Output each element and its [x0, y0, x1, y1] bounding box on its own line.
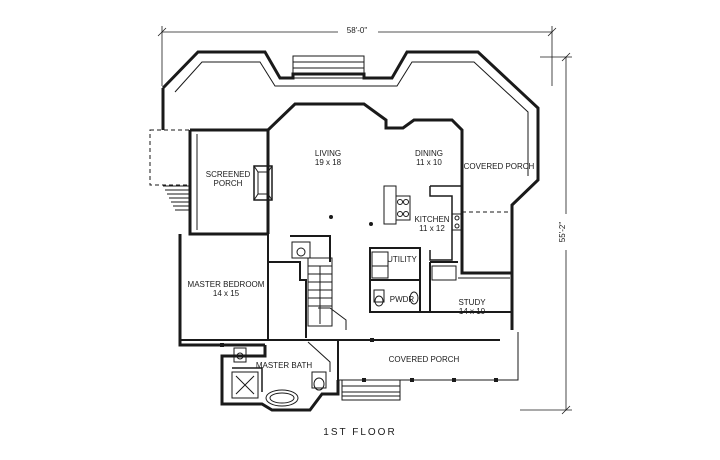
room-study-name: STUDY	[458, 298, 486, 307]
room-pwdr-name: PWDR	[390, 295, 415, 304]
depth-label: 55'-2"	[558, 222, 567, 243]
room-master-bedroom-name: MASTER BEDROOM	[188, 280, 265, 289]
room-study-size: 14 x 10	[459, 307, 486, 316]
north-porch	[161, 50, 540, 272]
room-master-bedroom-size: 14 x 15	[213, 289, 240, 298]
room-dining-name: DINING	[415, 149, 443, 158]
room-living-name: LIVING	[315, 149, 341, 158]
room-living-size: 19 x 18	[315, 158, 342, 167]
east-porch-structure	[461, 211, 513, 273]
width-label: 58'-0"	[347, 26, 368, 35]
room-covered-porch-east: COVERED PORCH	[464, 162, 535, 171]
room-dining-size: 11 x 10	[416, 158, 442, 167]
room-kitchen-size: 11 x 12	[419, 224, 445, 233]
width-dimension: 58'-0"	[157, 24, 557, 86]
floor-title: 1ST FLOOR	[323, 427, 397, 438]
south-porch-structure	[179, 332, 519, 401]
room-screened-name: SCREENED	[206, 170, 251, 179]
room-master-bath-name: MASTER BATH	[256, 361, 313, 370]
depth-dimension: 55'-2"	[520, 52, 572, 415]
screened-porch-structure	[149, 129, 273, 234]
room-labels: LIVING 19 x 18 DINING 11 x 10 SCREENED P…	[188, 149, 535, 370]
room-kitchen-name: KITCHEN	[414, 215, 449, 224]
room-covered-porch-south: COVERED PORCH	[389, 355, 460, 364]
interior-walls	[231, 185, 512, 407]
room-screened-name2: PORCH	[214, 179, 243, 188]
room-utility-name: UTILITY	[387, 255, 417, 264]
